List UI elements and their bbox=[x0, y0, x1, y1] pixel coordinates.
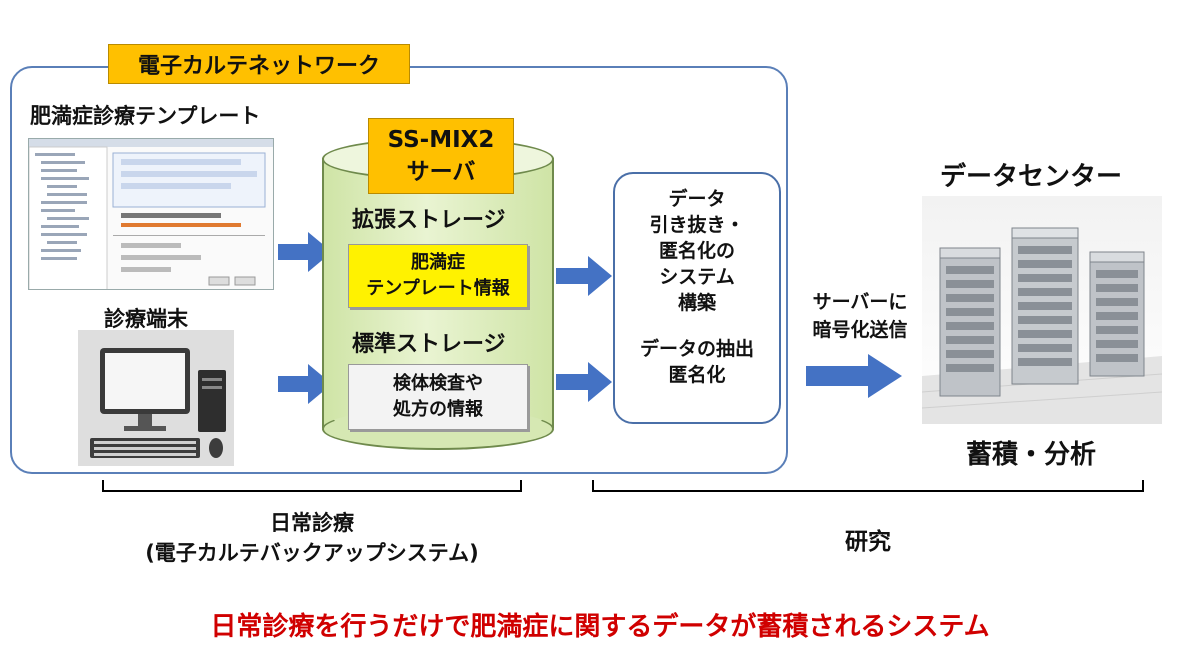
arrow-terminal-to-server-icon bbox=[278, 364, 332, 404]
extended-storage-title: 拡張ストレージ bbox=[352, 208, 506, 233]
template-screenshot bbox=[28, 138, 274, 290]
datacenter-illustration bbox=[921, 196, 1163, 424]
daily-care-line: 日常診療 bbox=[270, 511, 354, 535]
process-line: 匿名化の bbox=[658, 240, 735, 262]
process-line: 匿名化 bbox=[668, 364, 726, 386]
research-label: 研究 bbox=[845, 529, 891, 555]
server-label-line: サーバ bbox=[406, 159, 476, 185]
daily-care-line: (電子カルテバックアップシステム) bbox=[145, 541, 479, 565]
standard-storage-note: 検体検査や 処方の情報 bbox=[348, 364, 528, 430]
server-racks-icon bbox=[921, 227, 1163, 424]
arrow-to-datacenter-icon bbox=[806, 354, 902, 398]
process-line: データ bbox=[668, 188, 726, 210]
network-title: 電子カルテネットワーク bbox=[108, 44, 410, 84]
arrow-extended-to-process-icon bbox=[556, 256, 612, 296]
note-line: 検体検査や bbox=[393, 373, 483, 394]
system-summary: 日常診療を行うだけで肥満症に関するデータが蓄積されるシステム bbox=[210, 612, 990, 642]
desktop-computer-icon bbox=[90, 348, 226, 458]
transfer-line: サーバーに bbox=[812, 291, 908, 313]
arrow-standard-to-process-icon bbox=[556, 362, 612, 402]
transfer-label: サーバーに 暗号化送信 bbox=[794, 288, 926, 344]
terminal-label: 診療端末 bbox=[104, 307, 188, 331]
server-label-line: SS-MIX2 bbox=[387, 127, 495, 153]
transfer-line: 暗号化送信 bbox=[812, 319, 908, 341]
extended-storage-note: 肥満症 テンプレート情報 bbox=[348, 244, 528, 308]
process-line: 引き抜き・ bbox=[649, 214, 745, 236]
daily-care-label: 日常診療 (電子カルテバックアップシステム) bbox=[92, 508, 532, 568]
research-bracket bbox=[592, 480, 1144, 492]
terminal-illustration bbox=[78, 330, 234, 466]
note-line: 処方の情報 bbox=[393, 399, 483, 420]
ssmix2-server-label: SS-MIX2 サーバ bbox=[368, 118, 514, 194]
process-line: データの抽出 bbox=[639, 338, 754, 360]
standard-storage-title: 標準ストレージ bbox=[352, 332, 506, 357]
daily-care-bracket bbox=[102, 480, 522, 492]
template-label: 肥満症診療テンプレート bbox=[30, 104, 261, 128]
note-line: テンプレート情報 bbox=[366, 278, 510, 299]
process-line: 構築 bbox=[677, 292, 716, 314]
process-line: システム bbox=[659, 266, 735, 288]
datacenter-caption: 蓄積・分析 bbox=[966, 440, 1097, 470]
note-line: 肥満症 bbox=[411, 252, 465, 273]
arrow-template-to-server-icon bbox=[278, 232, 332, 272]
template-window-image bbox=[29, 139, 273, 289]
datacenter-title: データセンター bbox=[940, 162, 1123, 192]
extraction-system-box: データ 引き抜き・ 匿名化の システム 構築 データの抽出 匿名化 bbox=[613, 172, 781, 424]
